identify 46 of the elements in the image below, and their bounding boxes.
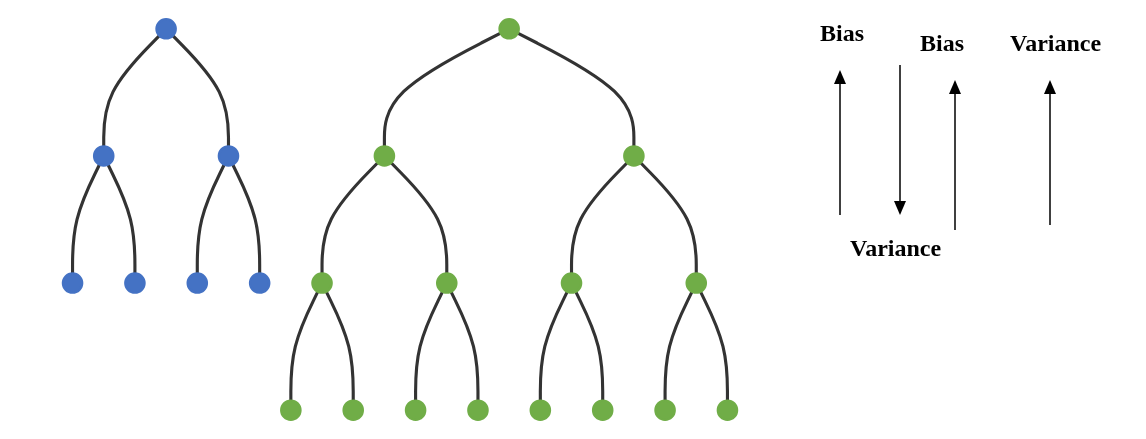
node-circle <box>467 399 489 421</box>
indicator-label: Variance <box>850 235 942 262</box>
connector <box>171 34 231 147</box>
node-circle <box>404 399 427 421</box>
node-circle <box>248 272 271 294</box>
node-circle <box>155 18 177 40</box>
connector <box>390 161 449 274</box>
node-circle <box>685 272 708 294</box>
node-circle <box>529 399 552 421</box>
node-circle <box>591 399 614 421</box>
connector <box>639 161 698 274</box>
connector <box>320 161 379 274</box>
node-circle <box>623 145 645 167</box>
connector <box>699 291 729 401</box>
connector <box>289 291 320 401</box>
node-circle <box>342 399 364 421</box>
connector <box>102 34 161 147</box>
connector <box>517 31 636 147</box>
connector <box>324 291 355 401</box>
connector <box>538 291 569 401</box>
connector <box>569 161 629 274</box>
connector <box>663 291 694 401</box>
connector <box>195 163 226 274</box>
node-circle <box>654 399 676 421</box>
indicator-label: Bias <box>920 30 964 57</box>
node-circle <box>560 272 583 294</box>
node-circle <box>280 399 302 421</box>
node-circle <box>311 272 333 294</box>
indicator-label: Variance <box>1010 30 1102 57</box>
indicator-label: Bias <box>820 20 864 47</box>
node-circle <box>716 399 739 421</box>
connector <box>231 163 262 274</box>
node-circle <box>217 145 240 167</box>
node-circle <box>124 272 146 294</box>
node-circle <box>498 18 520 40</box>
node-circle <box>92 145 115 167</box>
connector <box>71 163 101 274</box>
node-circle <box>186 272 209 294</box>
node-circle <box>61 272 84 294</box>
connector <box>449 291 480 401</box>
connector <box>574 291 605 401</box>
connector <box>382 31 502 147</box>
connector <box>106 163 137 274</box>
connector <box>414 291 444 401</box>
node-circle <box>373 145 396 167</box>
node-circle <box>436 272 458 294</box>
